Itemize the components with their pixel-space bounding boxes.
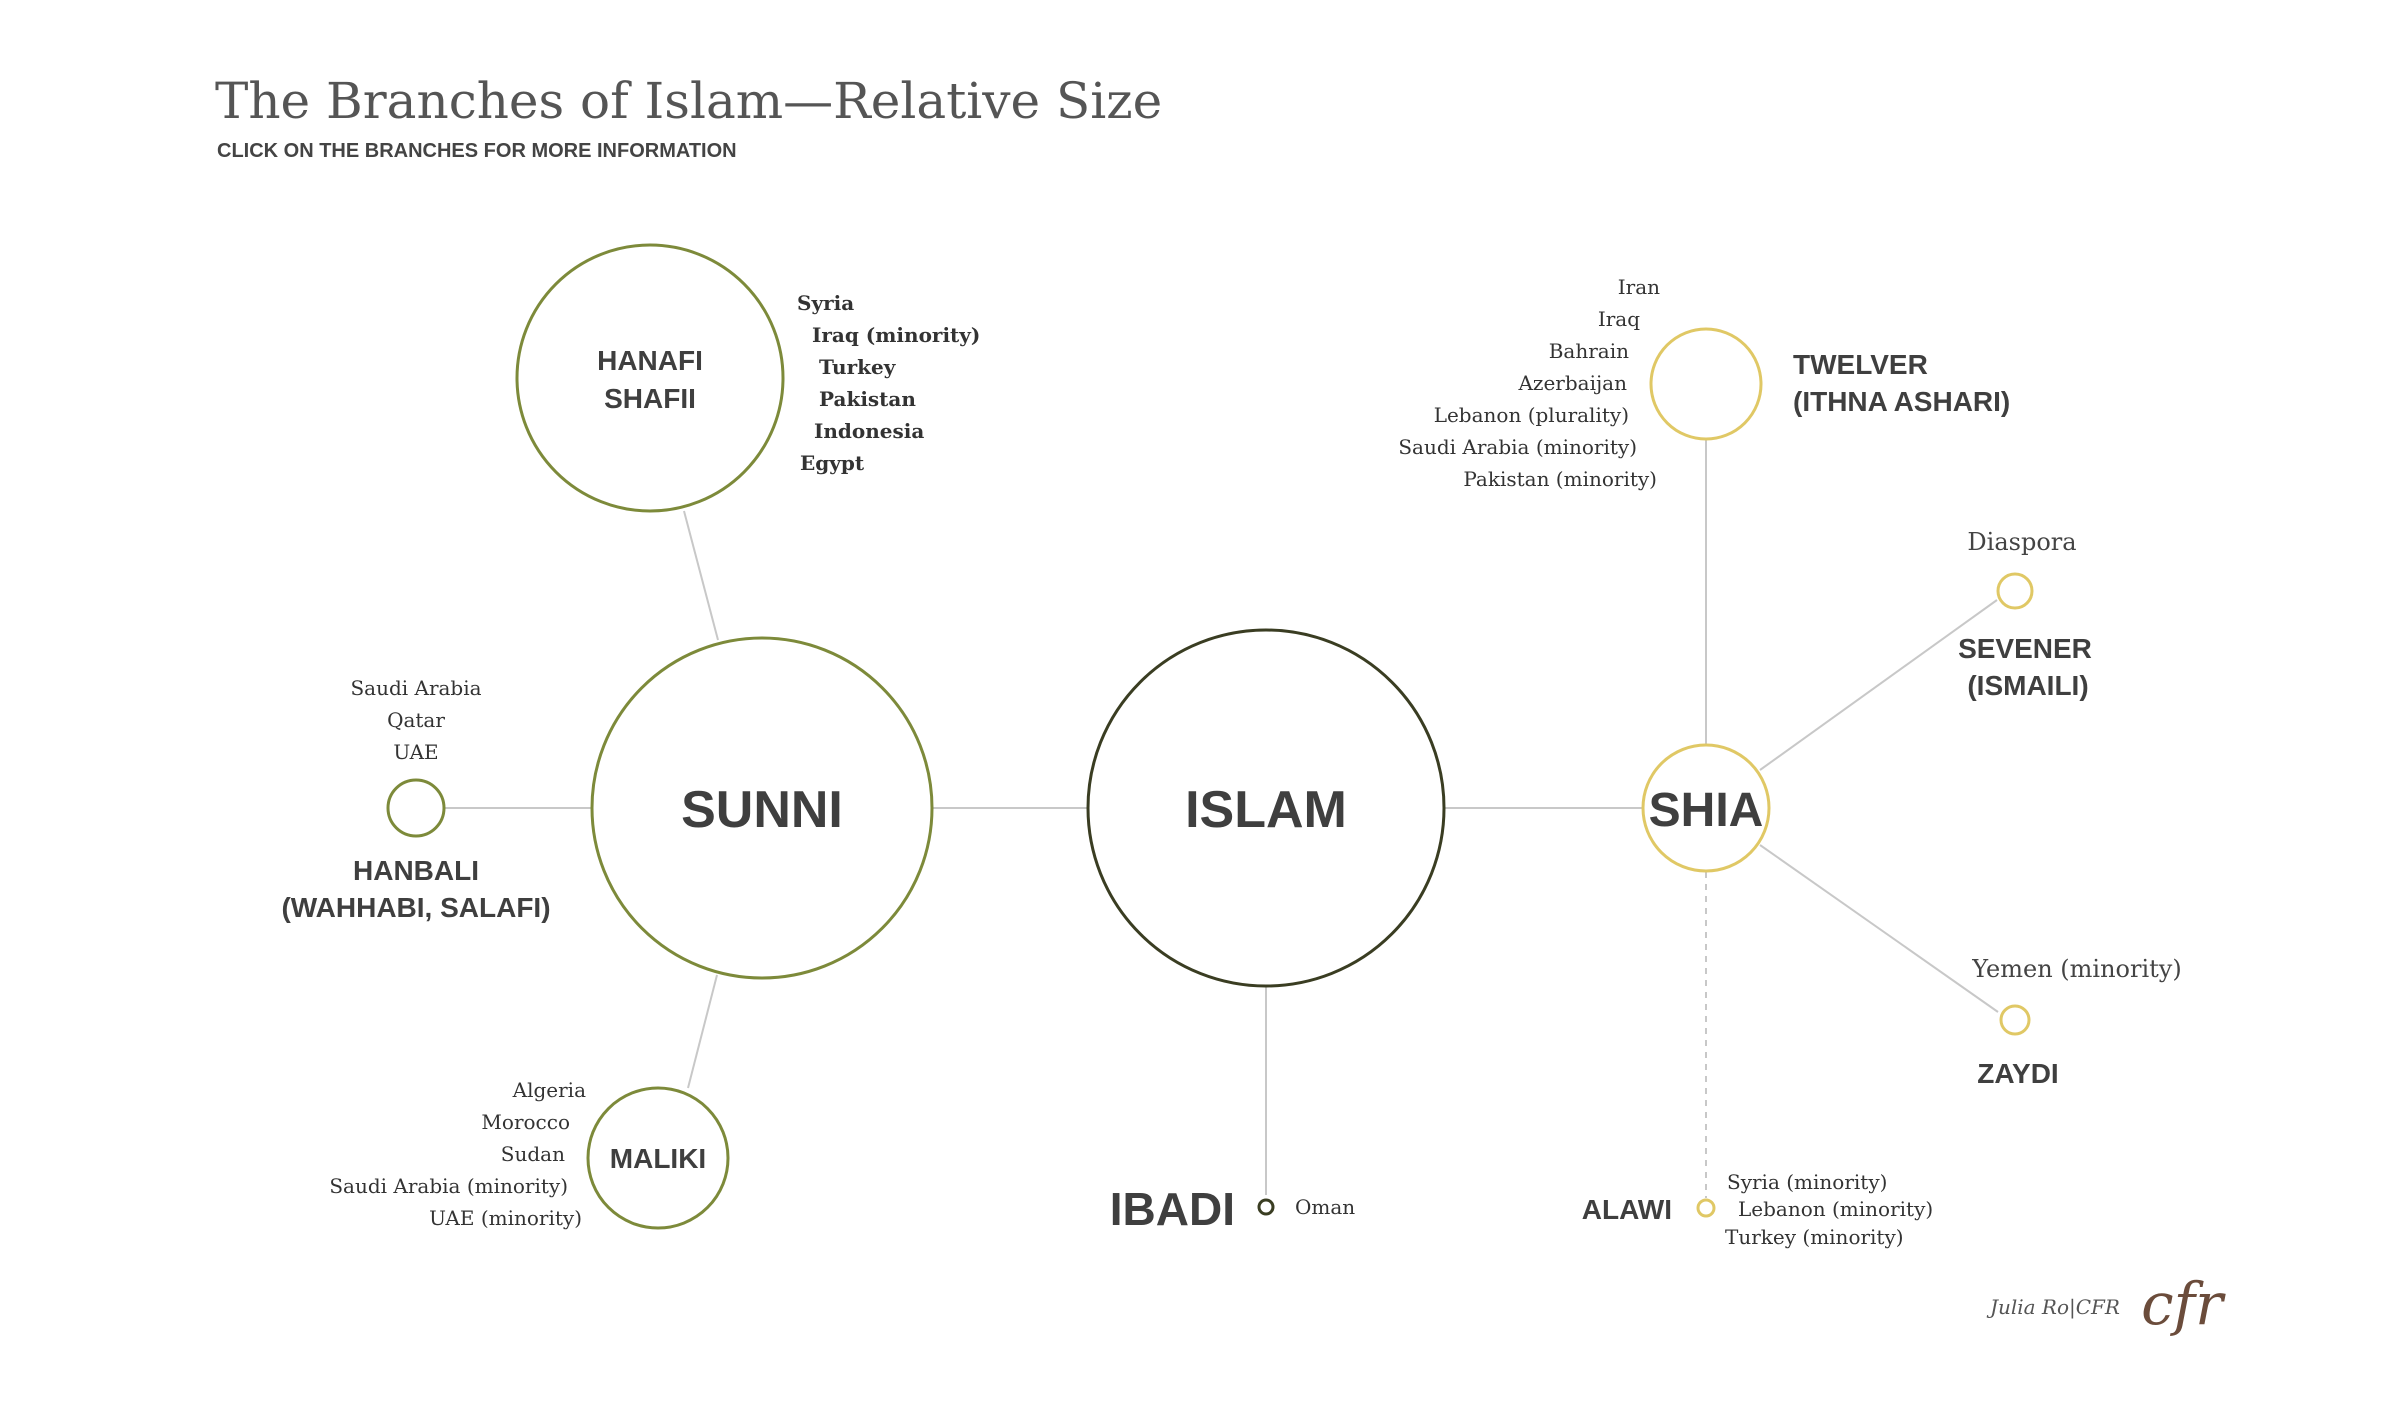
maliki-circle[interactable] <box>586 1086 730 1230</box>
hanafi-label-line2: SHAFII <box>604 383 696 414</box>
connector-shia-sevener <box>1759 599 1998 771</box>
hanbali-label-line1: HANBALI <box>353 855 479 886</box>
hanbali-label-line2: (WAHHABI, SALAFI) <box>281 892 550 923</box>
twelver-country: Pakistan (minority) <box>1463 467 1657 491</box>
alawi-country: Turkey (minority) <box>1725 1225 1904 1249</box>
ibadi-label: IBADI <box>1110 1183 1235 1235</box>
sevener-label-line1: SEVENER <box>1958 633 2092 664</box>
sevener-region: Diaspora <box>1967 528 2076 556</box>
hanafi-country: Indonesia <box>814 419 924 443</box>
zaydi-label: ZAYDI <box>1977 1058 2058 1089</box>
ibadi-country: Oman <box>1295 1195 1355 1219</box>
maliki-label: MALIKI <box>610 1143 706 1174</box>
zaydi-region: Yemen (minority) <box>1971 955 2181 983</box>
hanbali-circle[interactable] <box>386 778 446 838</box>
zaydi-circle[interactable] <box>1999 1004 2031 1036</box>
hanafi-country: Pakistan <box>819 387 916 411</box>
page-title: The Branches of Islam—Relative Size <box>215 72 1162 130</box>
cfr-logo: cfr <box>2141 1270 2226 1338</box>
connector-sunni-maliki <box>687 974 718 1089</box>
shia-label: SHIA <box>1649 784 1764 837</box>
twelver-country: Saudi Arabia (minority) <box>1398 435 1637 459</box>
hanbali-country: Saudi Arabia <box>350 676 481 700</box>
twelver-country: Iran <box>1618 275 1660 299</box>
shia-circle[interactable] <box>1641 743 1771 873</box>
hanbali-countries: Saudi Arabia Qatar UAE <box>350 676 481 764</box>
connector-sunni-hanafi <box>683 510 719 641</box>
hanbali-country: UAE <box>393 740 438 764</box>
twelver-circle[interactable] <box>1649 327 1763 441</box>
hanafi-countries: Syria Iraq (minority) Turkey Pakistan In… <box>797 291 980 475</box>
hanafi-country: Turkey <box>819 355 897 379</box>
sevener-label-line2: (ISMAILI) <box>1967 670 2088 701</box>
twelver-country: Lebanon (plurality) <box>1434 403 1629 427</box>
twelver-country: Iraq <box>1598 307 1640 331</box>
ibadi-circle[interactable] <box>1257 1198 1275 1216</box>
twelver-label-line2: (ITHNA ASHARI) <box>1793 386 2010 417</box>
page-subtitle: CLICK ON THE BRANCHES FOR MORE INFORMATI… <box>217 140 737 162</box>
connectors <box>445 440 1999 1198</box>
sunni-circle[interactable] <box>590 636 934 980</box>
maliki-country: Morocco <box>481 1110 570 1134</box>
twelver-country: Bahrain <box>1549 339 1629 363</box>
connector-shia-zaydi <box>1759 844 1999 1013</box>
author-credit: Julia Ro|CFR <box>1986 1295 2120 1320</box>
maliki-country: UAE (minority) <box>429 1206 582 1230</box>
islam-label: ISLAM <box>1185 781 1347 839</box>
alawi-country: Lebanon (minority) <box>1738 1197 1933 1221</box>
hanafi-country: Egypt <box>800 451 865 475</box>
hanafi-circle[interactable] <box>515 243 785 513</box>
sunni-label: SUNNI <box>681 781 843 839</box>
maliki-countries: Algeria Morocco Sudan Saudi Arabia (mino… <box>329 1078 586 1230</box>
maliki-country: Sudan <box>501 1142 565 1166</box>
hanbali-country: Qatar <box>387 708 445 732</box>
sevener-circle[interactable] <box>1996 572 2034 610</box>
maliki-country: Algeria <box>512 1078 586 1102</box>
alawi-country: Syria (minority) <box>1727 1170 1887 1194</box>
twelver-countries: Iran Iraq Bahrain Azerbaijan Lebanon (pl… <box>1398 275 1660 491</box>
alawi-circle[interactable] <box>1696 1198 1716 1218</box>
hanafi-country: Iraq (minority) <box>812 323 980 347</box>
hanafi-label-line1: HANAFI <box>597 345 703 376</box>
twelver-label-line1: TWELVER <box>1793 349 1928 380</box>
islam-circle <box>1086 628 1446 988</box>
alawi-label: ALAWI <box>1582 1194 1672 1225</box>
twelver-country: Azerbaijan <box>1517 371 1627 395</box>
maliki-country: Saudi Arabia (minority) <box>329 1174 568 1198</box>
alawi-countries: Syria (minority) Lebanon (minority) Turk… <box>1725 1170 1933 1249</box>
hanafi-country: Syria <box>797 291 854 315</box>
